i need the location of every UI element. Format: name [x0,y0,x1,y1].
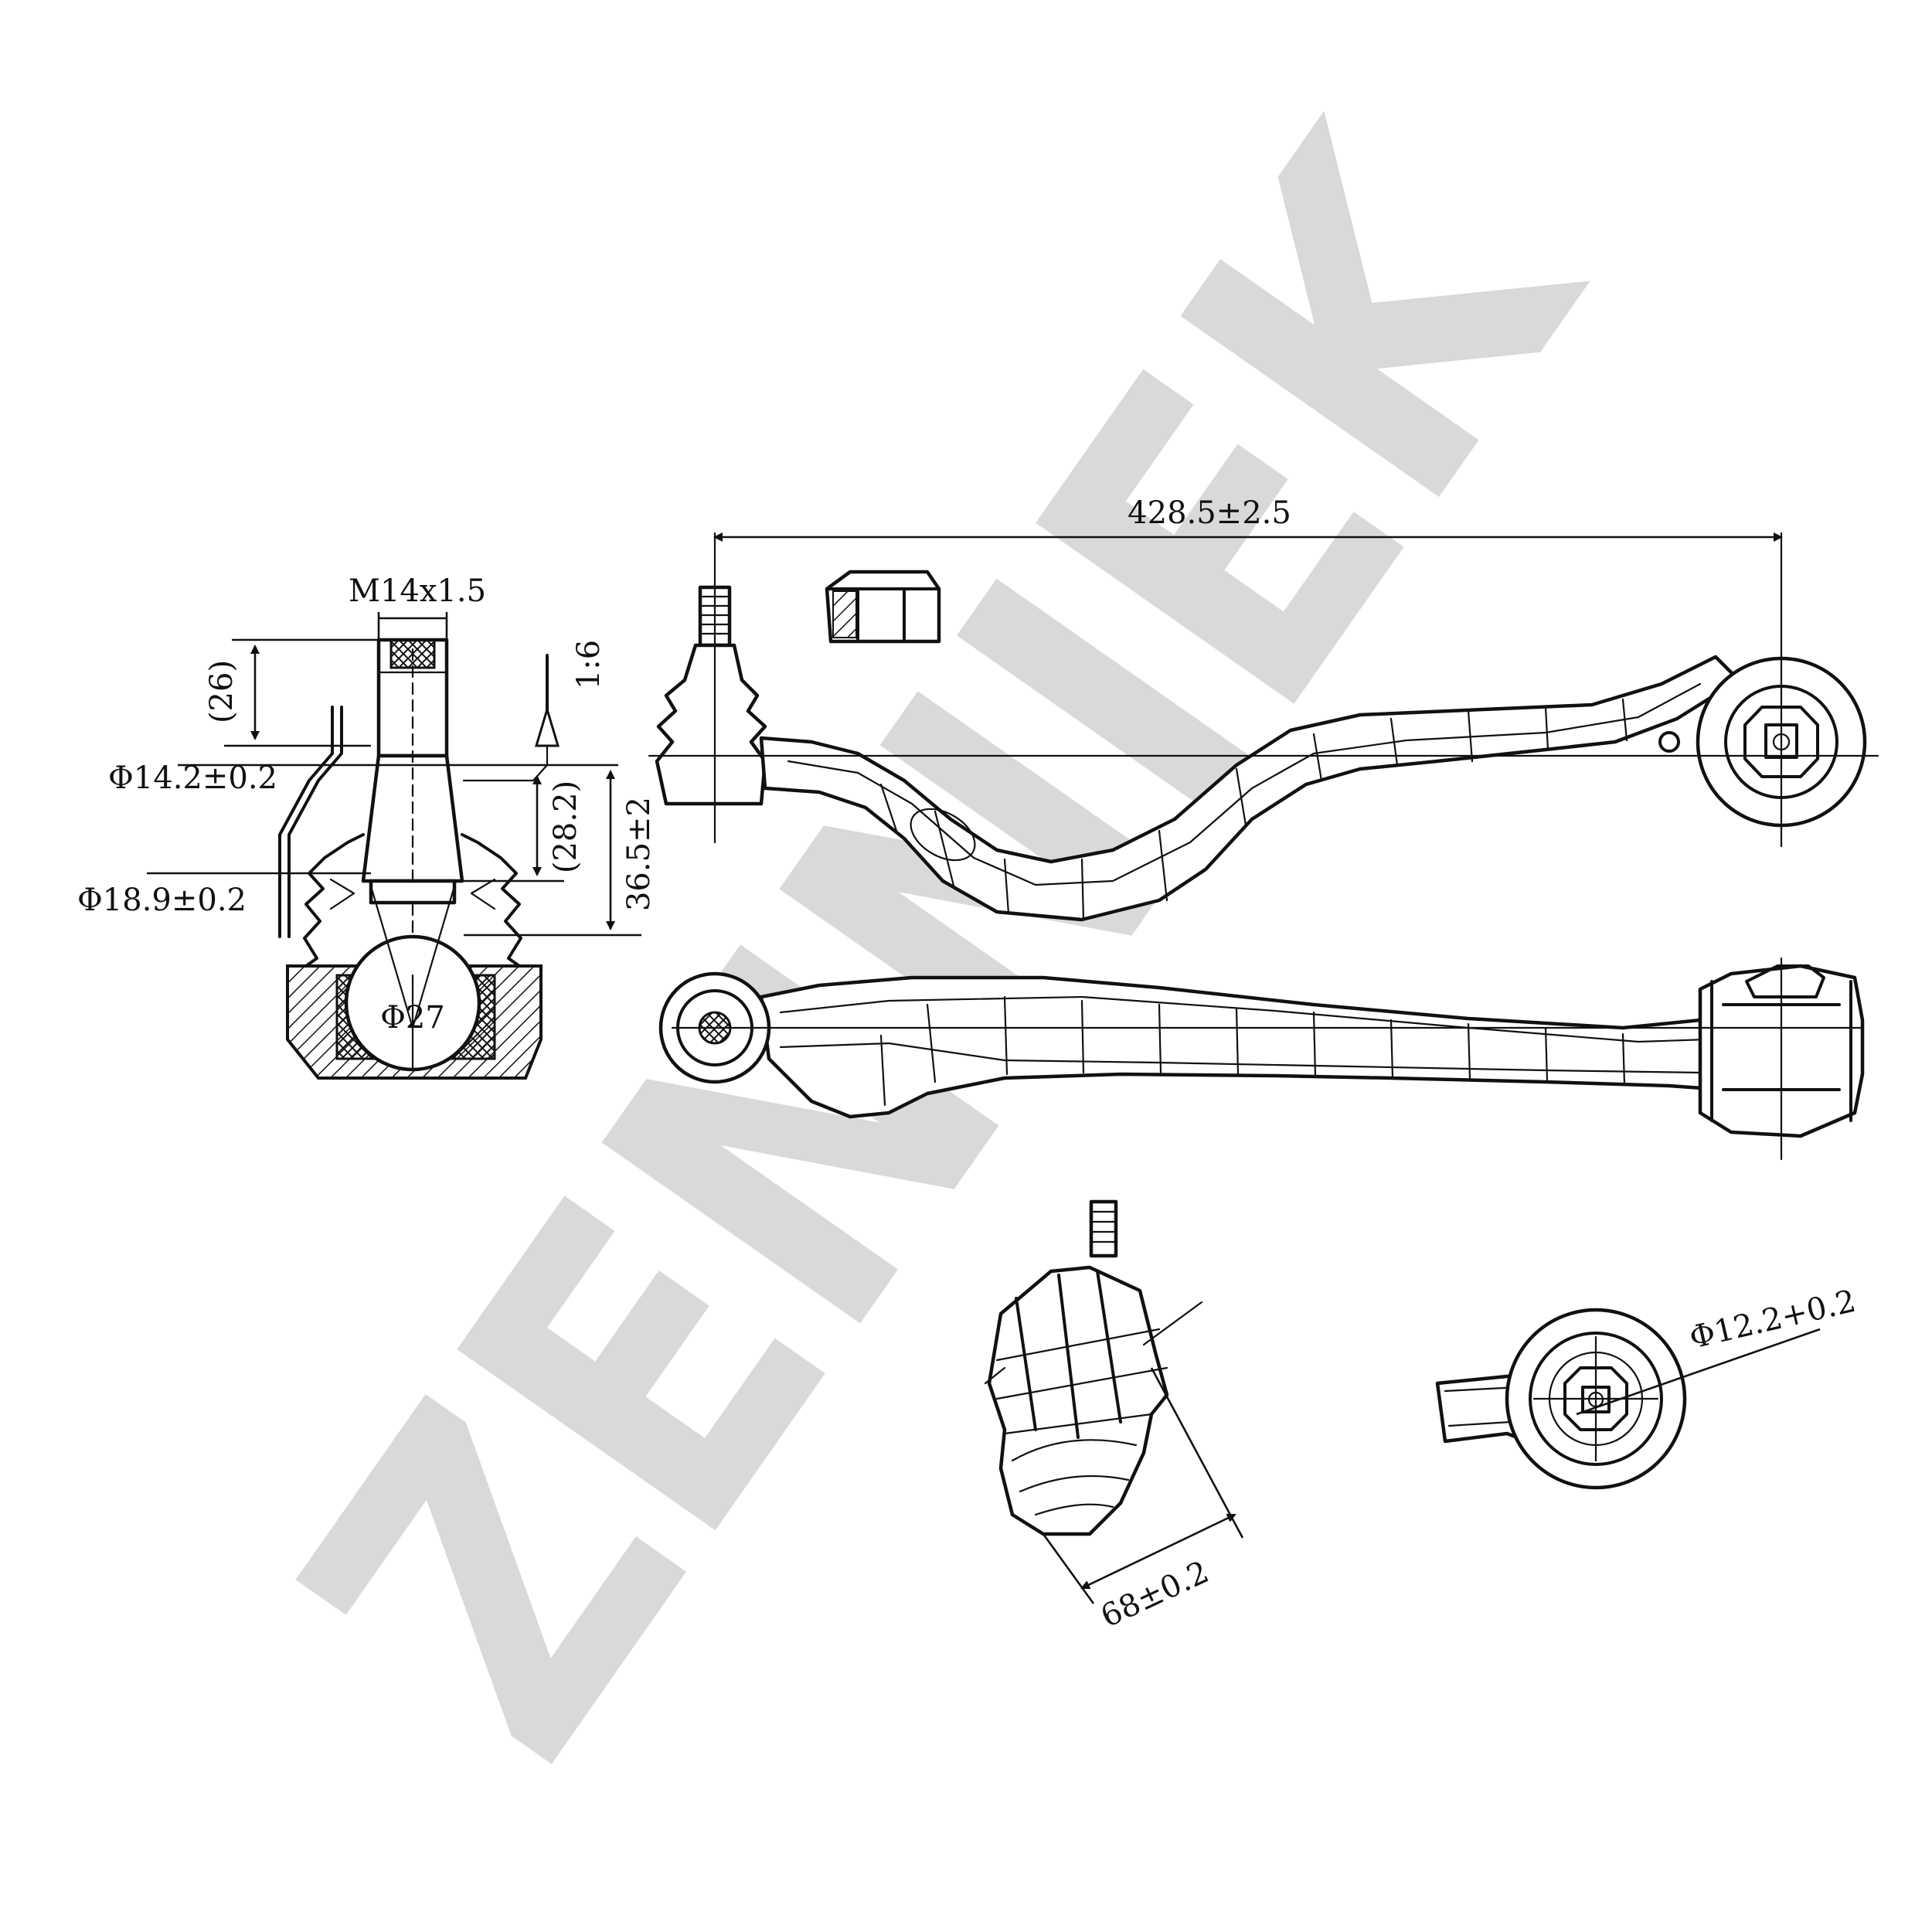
shoulder-height-label: 36.5±2 [621,797,657,911]
nut [825,570,941,644]
bushing-width-label: 68±0.2 [1096,1554,1215,1634]
neck-diameter-label: Φ18.9±0.2 [77,883,247,918]
thread-length-label: (26) [204,660,240,723]
ball-joint-dimensions: M14x1.5 (26) 1:6 Φ14.2±0.2 (28.2) 36.5±2… [77,573,657,1036]
ball-diameter-label: Φ27 [380,1000,445,1036]
thread-label: M14x1.5 [349,573,486,609]
taper-label: 1:6 [571,640,607,689]
control-arm-side [658,957,1865,1161]
total-length-label: 428.5±2.5 [1128,495,1291,531]
taper-height-label: (28.2) [548,781,583,873]
ball-joint-section [278,638,543,1080]
control-arm-top: 428.5±2.5 [648,495,1879,922]
pin-diameter-label: Φ14.2±0.2 [108,760,277,796]
bushing-end-view: Φ12.2+0.2 [1435,1284,1859,1490]
